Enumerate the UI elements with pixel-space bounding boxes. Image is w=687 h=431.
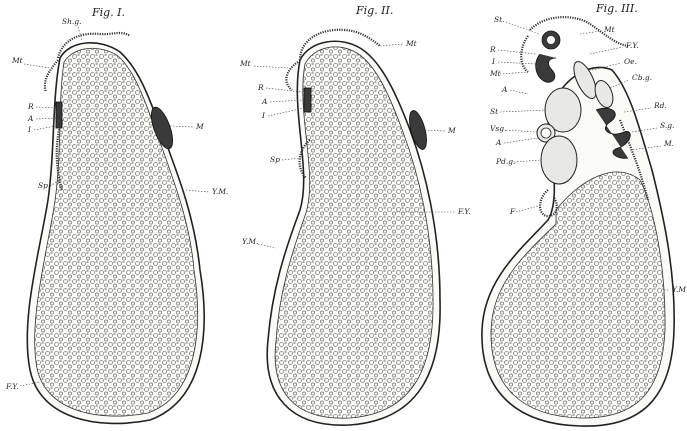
lead-fig3-mt-right [580, 31, 601, 34]
lead-fig3-f [516, 206, 538, 212]
label-fig3-mt-left: Mt [489, 69, 502, 78]
label-fig3-a: A [501, 85, 508, 94]
label-fig3-ym: Y.M. [672, 285, 687, 294]
lead-fig2-mt-right [380, 44, 403, 46]
label-fig3-sg: S.g. [660, 121, 674, 130]
label-fig2-ym: Y.M. [242, 237, 258, 246]
label-fig3-m: M. [663, 139, 674, 148]
label-fig1-ym: Y.M. [212, 187, 228, 196]
label-fig1-shg: Sh.g. [62, 17, 82, 26]
label-fig3-mt-right: Mt [603, 25, 616, 34]
figure-3-mantle-left [521, 36, 528, 72]
figure-1-rectum [56, 102, 62, 128]
lead-fig2-ym [258, 244, 276, 248]
label-fig2-r: R [257, 83, 264, 92]
label-fig2-mt-left: Mt [239, 59, 252, 68]
label-fig3-f: F [509, 207, 516, 216]
figure-3-title: Fig. III. [595, 2, 638, 15]
lead-fig3-r [498, 50, 536, 54]
label-fig1-r: R [27, 102, 34, 111]
label-fig3-vsg: Vsg. [490, 124, 506, 133]
label-fig1-mt: Mt [11, 56, 24, 65]
label-fig2-m: M [447, 126, 456, 135]
figure-1: Fig. I. Sh.g. Mt R A I M Sp Y.M. F.Y. [5, 6, 228, 423]
lead-fig1-shg [78, 27, 82, 40]
lead-fig3-i [498, 62, 536, 64]
label-fig1-a: A [27, 114, 34, 123]
lead-fig1-a [36, 118, 56, 119]
label-fig3-i: I [491, 57, 496, 66]
lead-fig1-mt [24, 64, 50, 68]
figure-3: Fig. III. St. Mt R I Mt F.Y. Oe. Cb.g. [482, 2, 687, 426]
label-fig3-fy: F.Y. [625, 41, 639, 50]
lead-fig2-m [425, 130, 445, 131]
label-fig3-st-top: St. [494, 15, 505, 24]
figure-1-title: Fig. I. [91, 6, 125, 19]
lead-fig3-a [510, 90, 528, 94]
label-fig1-fy: F.Y. [5, 382, 19, 391]
label-fig2-i: I [261, 111, 266, 120]
lead-fig2-sp [282, 158, 300, 160]
figure-3-visceral-lumen [541, 128, 551, 138]
label-fig3-rd: Rd. [653, 101, 667, 110]
figure-3-head-core [547, 36, 555, 44]
label-fig1-i: I [27, 125, 32, 134]
label-fig3-cbg: Cb.g. [632, 73, 652, 82]
label-fig3-a2: A [495, 138, 502, 147]
label-fig2-mt-right: Mt [405, 39, 418, 48]
label-fig2-fy: F.Y. [457, 207, 471, 216]
label-fig3-pdg: Pd.g. [495, 157, 515, 166]
lead-fig3-mt-left [500, 72, 528, 74]
lead-fig3-st [500, 110, 546, 112]
figure-2-rectum [304, 88, 311, 112]
figure-2-title: Fig. II. [355, 4, 393, 17]
label-fig3-oe: Oe. [624, 57, 637, 66]
label-fig2-a: A [261, 97, 268, 106]
label-fig3-r: R [489, 45, 496, 54]
figure-3-yolk [491, 172, 665, 418]
lead-fig3-st-top [506, 22, 540, 34]
figure-2-mantle-left [286, 62, 298, 90]
lead-fig2-mt-left [254, 66, 288, 68]
figure-3-pedal-ganglion [541, 136, 577, 184]
lead-fig1-ym [186, 190, 209, 192]
lead-fig1-r [36, 107, 56, 108]
figure-2: Fig. II. Mt Mt R A I M Sp F.Y. Y.M. [239, 4, 471, 425]
lead-fig3-vsg [506, 130, 537, 132]
label-fig2-sp: Sp [270, 155, 280, 164]
lead-fig1-m [170, 126, 193, 127]
label-fig3-st: St [490, 107, 499, 116]
figure-3-radula-coil [536, 54, 556, 82]
label-fig1-m: M [195, 122, 204, 131]
lead-fig3-fy [590, 47, 623, 54]
lead-fig3-a2 [504, 138, 538, 143]
label-fig1-sp: Sp [38, 181, 48, 190]
lead-fig3-pdg [514, 160, 541, 162]
